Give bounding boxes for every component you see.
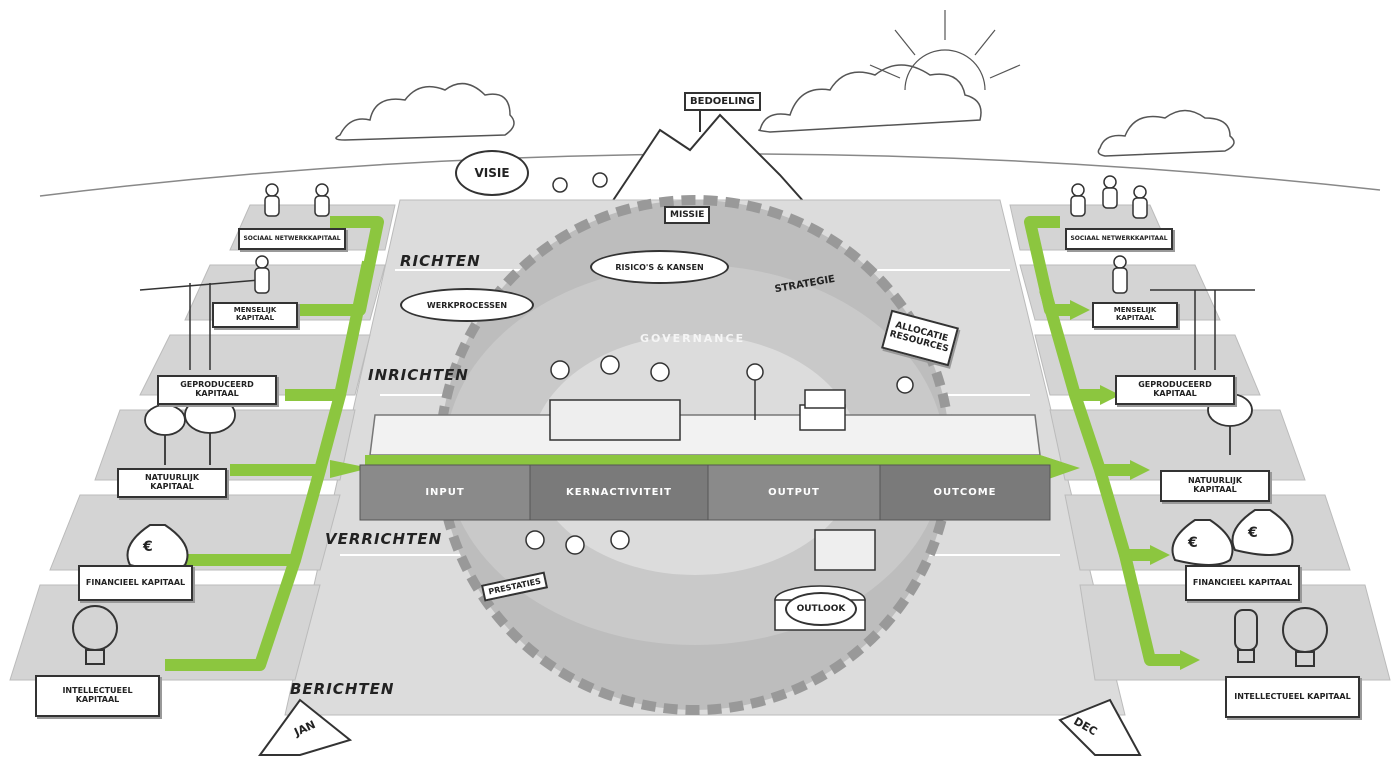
- left-capital-menselijk: MENSELIJK KAPITAAL: [212, 302, 298, 328]
- visie-bubble: VISIE: [455, 150, 529, 196]
- risicos-bubble: RISICO'S & KANSEN: [590, 250, 729, 284]
- tree-icon: [144, 396, 236, 465]
- right-capital-financieel: FINANCIEEL KAPITAAL: [1185, 565, 1300, 601]
- right-capital-flow: [1024, 216, 1180, 666]
- crane-icon: [1150, 289, 1255, 370]
- crane-icon: [139, 279, 261, 370]
- moneybag-icon: [1231, 509, 1294, 556]
- werkprocessen-bubble: WERKPROCESSEN: [400, 288, 534, 322]
- right-capital-menselijk: MENSELIJK KAPITAAL: [1092, 302, 1178, 328]
- dec-tent-icon: [1058, 698, 1142, 756]
- team-icon: [549, 355, 681, 441]
- euro-icon: €: [143, 539, 153, 555]
- left-capital-financieel: FINANCIEEL KAPITAAL: [78, 565, 193, 601]
- team-icon: [525, 530, 630, 555]
- euro-icon: €: [1188, 535, 1198, 551]
- person-icon: [254, 183, 330, 294]
- right-capital-natuurlijk: NATUURLIJK KAPITAAL: [1160, 470, 1270, 502]
- cloud-icon: [335, 82, 515, 141]
- segment-kernactiviteit: KERNACTIVITEIT: [566, 487, 672, 498]
- bedoeling-flag: BEDOELING: [684, 92, 761, 111]
- zone-inrichten: INRICHTEN: [368, 366, 469, 384]
- segment-outcome: OUTCOME: [933, 487, 997, 498]
- right-capital-geproduceerd: GEPRODUCEERD KAPITAAL: [1115, 375, 1235, 405]
- left-capital-natuurlijk: NATUURLIJK KAPITAAL: [117, 468, 227, 498]
- jan-tent-icon: [258, 698, 353, 756]
- energy-bulb-icon: [1234, 609, 1258, 663]
- governance-label: GOVERNANCE: [640, 332, 746, 345]
- cloud-icon: [758, 64, 982, 133]
- person-icon: [552, 172, 914, 420]
- right-capital-intellectueel: INTELLECTUEEL KAPITAAL: [1225, 676, 1360, 718]
- zone-berichten: BERICHTEN: [290, 680, 395, 698]
- segment-input: INPUT: [425, 487, 465, 498]
- left-capital-intellectueel: INTELLECTUEEL KAPITAAL: [35, 675, 160, 717]
- left-capital-geproduceerd: GEPRODUCEERD KAPITAAL: [157, 375, 277, 405]
- process-band: [330, 414, 1080, 521]
- sun-icon: [869, 10, 1021, 91]
- left-capital-sociaal: SOCIAAL NETWERKKAPITAAL: [238, 228, 346, 250]
- right-capital-sociaal: SOCIAAL NETWERKKAPITAAL: [1065, 228, 1173, 250]
- lightbulb-icon: [72, 605, 118, 665]
- cloud-icon: [1097, 109, 1235, 157]
- segment-output: OUTPUT: [768, 487, 820, 498]
- person-icon: [1070, 175, 1148, 294]
- zone-verrichten: VERRICHTEN: [325, 530, 443, 548]
- moneybag-icon: [1171, 519, 1234, 566]
- missie-sign: MISSIE: [664, 206, 711, 224]
- euro-icon: €: [1248, 525, 1258, 541]
- arrow-heads: [1070, 300, 1200, 670]
- lightbulb-icon: [1282, 607, 1328, 667]
- zone-richten: RICHTEN: [400, 252, 481, 270]
- left-capital-flow: [165, 216, 384, 671]
- outlook-label: OUTLOOK: [785, 592, 857, 626]
- boxes-icon: [799, 389, 846, 431]
